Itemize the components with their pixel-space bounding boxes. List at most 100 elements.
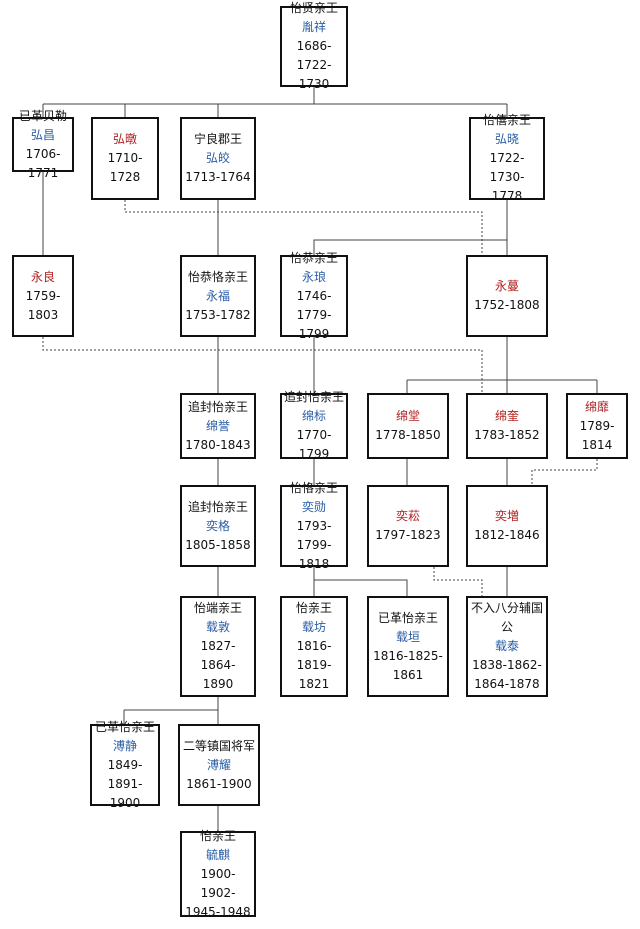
node-dates: 1770-1799 [296, 428, 332, 461]
node-yizeng: 奕増 1812-1846 [466, 485, 548, 567]
node-zaiyuan: 已革怡亲王 载垣 1816-1825- 1861 [367, 596, 449, 697]
node-title: 怡僖亲王 [482, 113, 531, 127]
node-dates: 1890 [202, 677, 234, 691]
node-title: 追封怡亲王 [187, 499, 248, 514]
node-title: 追封怡亲王 [187, 399, 248, 414]
node-zaidun: 怡端亲王 载敦 1827-1864- 1890 [180, 596, 256, 697]
node-dates: 1816-1819- [296, 639, 332, 672]
node-name: 永蔓 [494, 279, 519, 293]
node-dates: 1945-1948 [185, 904, 251, 919]
node-name: 绵靡 [584, 399, 609, 414]
node-name: 永琅 [301, 269, 326, 284]
node-dates: 1797-1823 [375, 528, 441, 542]
node-zaifang: 怡亲王 载坊 1816-1819- 1821 [280, 596, 348, 697]
node-name: 载坊 [301, 620, 326, 634]
node-dates: 1710-1728 [107, 151, 143, 184]
node-dates: 1818 [298, 556, 330, 571]
node-title: 怡端亲王 [193, 601, 242, 615]
node-dates: 1789- [579, 418, 615, 433]
node-name: 载泰 [494, 639, 519, 653]
line-yinxiang-children [42, 87, 508, 117]
node-name: 弘皎 [205, 151, 230, 165]
node-pujing: 已革怡亲王 溥静 1849-1891- 1900 [90, 720, 160, 810]
node-name: 溥耀 [206, 757, 231, 772]
node-yongfu: 怡恭恪亲王 永福 1753-1782 [180, 255, 256, 337]
node-dates: 1814 [581, 437, 613, 452]
node-name: 绵堂 [395, 409, 420, 423]
adoption-line-yisong [433, 567, 483, 596]
node-dates: 1778-1850 [375, 428, 441, 442]
node-dates: 1805-1858 [185, 537, 251, 552]
node-dates: 1900-1902- [200, 866, 236, 900]
node-dates: 1746-1779- [296, 288, 332, 322]
node-dates: 1838-1862- [472, 658, 542, 672]
node-mianbiao: 追封怡亲王 绵标 1770-1799 [280, 390, 348, 461]
node-dates: 1706- [25, 146, 61, 161]
node-title: 追封怡亲王 [284, 390, 345, 404]
node-yuqi: 怡亲王 毓麒 1900-1902- 1945-1948 [180, 829, 256, 919]
node-name: 胤祥 [301, 20, 326, 34]
adoption-line-yongliang [42, 337, 483, 393]
node-name: 溥静 [112, 738, 137, 753]
node-yixun: 怡恪亲王 奕勋 1793-1799- 1818 [280, 481, 348, 571]
node-dates: 1900 [109, 795, 141, 810]
node-yige: 追封怡亲王 奕格 1805-1858 [180, 485, 256, 567]
node-dates: 1771 [27, 165, 59, 180]
node-dates: 1713-1764 [185, 170, 251, 184]
line-yongman-sons [406, 337, 598, 393]
node-title: 怡恭亲王 [289, 250, 338, 265]
node-miankui: 绵奎 1783-1852 [466, 393, 548, 459]
node-name: 弘暾 [112, 132, 137, 146]
node-title: 二等镇国将军 [182, 738, 255, 753]
node-name: 绵奎 [494, 409, 519, 423]
line-zaidun-sons [123, 697, 219, 724]
node-hongxiao: 怡僖亲王 弘晓 1722-1730- 1778 [469, 113, 545, 203]
node-name: 奕増 [494, 509, 519, 523]
node-title: 怡亲王 [199, 828, 236, 843]
node-dates: 1827-1864- [200, 639, 236, 672]
node-dates: 1803 [27, 307, 59, 322]
node-yisong: 奕菘 1797-1823 [367, 485, 449, 567]
node-name: 奕菘 [395, 509, 420, 523]
node-miantang: 绵堂 1778-1850 [367, 393, 449, 459]
node-name: 载敦 [205, 620, 230, 634]
node-dates: 1861-1900 [186, 776, 252, 791]
node-dates: 1722-1730- [489, 151, 525, 184]
node-mianyu: 追封怡亲王 绵誉 1780-1843 [180, 393, 256, 459]
node-name: 绵誉 [205, 418, 230, 433]
node-name: 弘晓 [494, 132, 519, 146]
adoption-line-hongdun [124, 200, 483, 255]
node-yongliang: 永良 1759- 1803 [12, 255, 74, 337]
line-yixun-sons [313, 567, 408, 596]
node-name: 永良 [30, 269, 55, 284]
node-dates: 1783-1852 [474, 428, 540, 442]
node-hongchang: 已革贝勒 弘昌 1706- 1771 [12, 109, 74, 180]
node-yinxiang: 怡贤亲王 胤祥 1686-1722- 1730 [280, 1, 348, 91]
node-hongdun: 弘暾 1710-1728 [91, 117, 159, 200]
node-dates: 1752-1808 [474, 298, 540, 312]
node-title: 怡恭恪亲王 [187, 269, 248, 284]
node-name: 载垣 [395, 629, 420, 644]
node-dates: 1821 [298, 677, 330, 691]
node-title: 宁良郡王 [193, 132, 242, 146]
node-name: 永福 [205, 288, 230, 303]
node-title: 已革怡亲王 [377, 610, 438, 625]
node-name: 奕格 [205, 518, 230, 533]
node-name: 奕勋 [301, 499, 326, 514]
node-puyao: 二等镇国将军 溥耀 1861-1900 [178, 724, 260, 806]
node-dates: 1849-1891- [107, 757, 143, 791]
node-name: 绵标 [301, 409, 326, 423]
node-dates: 1780-1843 [185, 437, 251, 452]
node-dates: 1793-1799- [296, 518, 332, 552]
node-dates: 1753-1782 [185, 307, 251, 322]
node-dates: 1812-1846 [474, 528, 540, 542]
adoption-line-mianmi [531, 459, 598, 485]
node-name: 弘昌 [30, 127, 55, 142]
line-hongxiao-sons [313, 200, 508, 255]
node-mianmi: 绵靡 1789- 1814 [566, 393, 628, 459]
node-title: 怡亲王 [295, 601, 332, 615]
node-dates: 1861 [392, 667, 424, 682]
node-hongjiao: 宁良郡王 弘皎 1713-1764 [180, 117, 256, 200]
node-dates: 1730 [298, 77, 330, 91]
